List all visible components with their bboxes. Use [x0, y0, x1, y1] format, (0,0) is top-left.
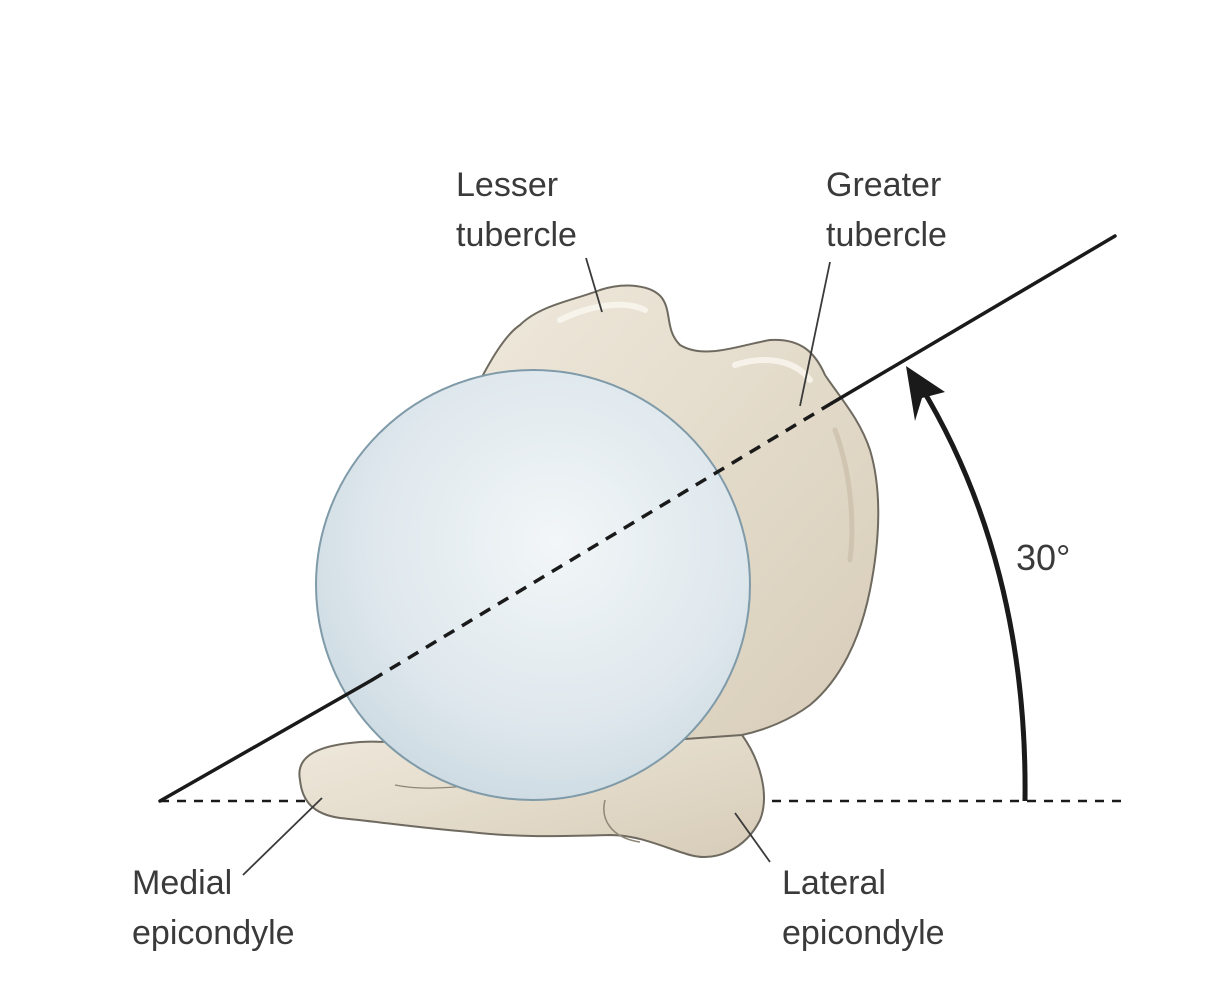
- medial-epicondyle-leader: [242, 797, 323, 876]
- lesser-tubercle-label-line1: Lesser: [456, 166, 559, 204]
- lesser-tubercle-leader: [585, 257, 603, 313]
- greater-tubercle-label-line2: tubercle: [826, 216, 947, 254]
- angle-arrowhead: [906, 366, 945, 421]
- lesser-tubercle-label: Lesser tubercle: [456, 160, 577, 260]
- medial-epicondyle-label: Medial epicondyle: [132, 858, 295, 958]
- greater-tubercle-label: Greater tubercle: [826, 160, 947, 260]
- lateral-epicondyle-label-line1: Lateral: [782, 864, 886, 902]
- lateral-epicondyle-label: Lateral epicondyle: [782, 858, 945, 958]
- humeral-head: [315, 369, 751, 801]
- humeral-head-axis-dashed: [371, 401, 833, 682]
- greater-tubercle-leader: [799, 261, 831, 407]
- angle-label: 30°: [1016, 537, 1071, 578]
- humeral-head-axis-solid-upper: [830, 234, 1117, 405]
- lateral-epicondyle-leader: [734, 812, 771, 863]
- greater-tubercle-label-line1: Greater: [826, 166, 942, 204]
- humeral-head-axis-solid-lower: [158, 678, 374, 803]
- lesser-tubercle-label-line2: tubercle: [456, 216, 577, 254]
- lateral-epicondyle-label-line2: epicondyle: [782, 914, 945, 952]
- medial-epicondyle-label-line2: epicondyle: [132, 914, 295, 952]
- angle-arc-arrow: [917, 383, 1028, 802]
- medial-epicondyle-label-line1: Medial: [132, 864, 233, 902]
